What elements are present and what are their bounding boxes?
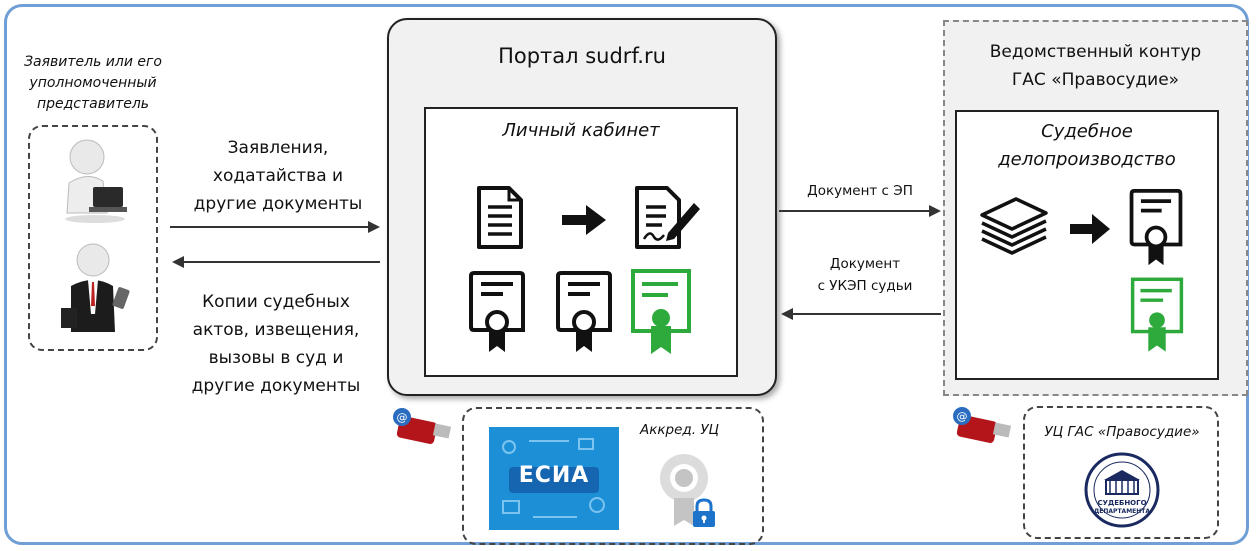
incoming-message: Заявления, ходатайства и другие документ… (178, 134, 378, 218)
incoming-message-line: Заявления, (227, 138, 329, 158)
applicant-label-line: представитель (36, 96, 150, 112)
outgoing-message-line: актов, извещения, (192, 320, 360, 340)
department-title: Ведомственный контур ГАС «Правосудие» (943, 38, 1248, 94)
usb-key-icon: @ (393, 408, 452, 444)
applicant-label-line: Заявитель или его (24, 54, 162, 70)
businessman-icon (61, 243, 130, 332)
certificate-icon (1129, 188, 1183, 266)
certificate-green-icon (631, 269, 691, 354)
incoming-message-line: ходатайства и (212, 166, 344, 186)
gas-ca-label: УЦ ГАС «Правосудие» (1044, 424, 1200, 440)
from-court-label-line: Документ (829, 256, 901, 272)
certificate-green-icon (1130, 277, 1184, 352)
esia-logo-text: ЕСИА (518, 463, 590, 488)
from-court-label-line: с УКЭП судьи (817, 278, 913, 294)
certificate-icon (556, 271, 612, 352)
outgoing-message-line: вызовы в суд и (208, 348, 344, 368)
document-stack-icon (980, 197, 1048, 255)
accredited-ca-label: Аккред. УЦ (640, 422, 720, 438)
from-court-label: Документ с УКЭП судьи (785, 253, 945, 297)
arrow-to-applicant (172, 256, 380, 268)
arrow-to-portal-from-court (781, 308, 941, 320)
document-signed-icon (635, 186, 700, 249)
applicant-label: Заявитель или его уполномоченный предста… (8, 52, 178, 115)
gas-ca-box (1023, 406, 1219, 539)
esia-decoration (502, 438, 605, 518)
arrow-right-icon (562, 205, 606, 235)
seal-text-line: ДЕПАРТАМЕНТА (1094, 508, 1150, 515)
applicant-box (28, 125, 158, 351)
outgoing-message-line: Копии судебных (202, 292, 350, 312)
personal-cabinet-title: Личный кабинет (502, 120, 660, 141)
arrow-to-court (779, 205, 941, 217)
outgoing-message: Копии судебных актов, извещения, вызовы … (176, 288, 376, 400)
department-title-line: ГАС «Правосудие» (1011, 70, 1180, 90)
certificate-icon (469, 271, 525, 352)
svg-text:@: @ (957, 410, 968, 423)
outgoing-message-line: другие документы (191, 376, 361, 396)
court-records-title-line: Судебное (1041, 121, 1133, 142)
seal-icon: СУДЕБНОГО ДЕПАРТАМЕНТА (1084, 452, 1160, 528)
arrow-right-icon (1070, 214, 1110, 244)
to-court-label: Документ с ЭП (807, 183, 913, 199)
seal-text-line: СУДЕБНОГО (1097, 499, 1146, 507)
portal-title: Портал sudrf.ru (498, 44, 666, 68)
svg-text:@: @ (397, 411, 408, 424)
user-laptop-icon (65, 139, 127, 223)
usb-key-icon: @ (953, 407, 1012, 443)
department-title-line: Ведомственный контур (989, 42, 1202, 62)
portal-ca-box (462, 407, 764, 545)
document-icon (477, 186, 523, 249)
applicant-label-line: уполномоченный (29, 75, 157, 91)
certificate-ca-icon (660, 454, 708, 526)
arrow-to-portal (170, 221, 380, 233)
incoming-message-line: другие документы (193, 194, 363, 214)
court-records-title-line: делопроизводство (998, 149, 1176, 170)
lock-icon (693, 498, 715, 527)
court-records-title: Судебное делопроизводство (955, 118, 1219, 174)
